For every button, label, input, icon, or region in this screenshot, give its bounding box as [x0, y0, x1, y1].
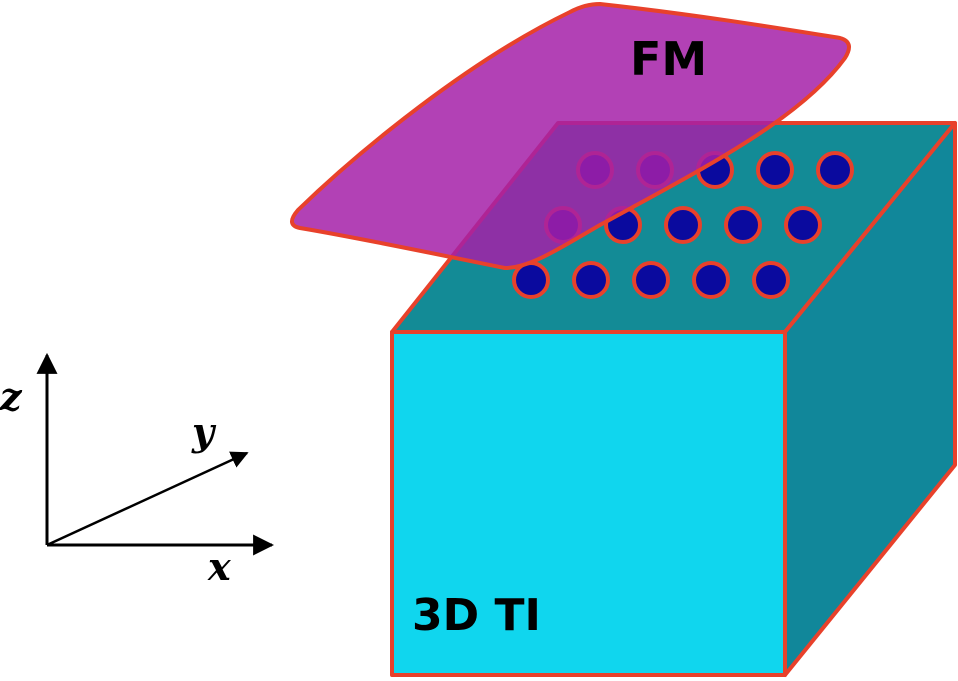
surface-dot — [756, 151, 794, 189]
surface-dot — [724, 206, 762, 244]
z-axis-label: z — [0, 374, 23, 419]
x-axis-label: x — [207, 544, 232, 589]
fm-label: FM — [630, 32, 707, 86]
surface-dot — [692, 261, 730, 299]
surface-dot — [632, 261, 670, 299]
ti-label: 3D TI — [412, 590, 541, 641]
y-axis-label: y — [191, 409, 217, 454]
surface-dot — [752, 261, 790, 299]
surface-dot — [664, 206, 702, 244]
surface-dot — [572, 261, 610, 299]
surface-dot — [816, 151, 854, 189]
cube-front-face — [390, 330, 787, 677]
fm-sheet — [290, 2, 851, 270]
surface-dot — [784, 206, 822, 244]
y-axis-arrow — [46, 451, 249, 547]
